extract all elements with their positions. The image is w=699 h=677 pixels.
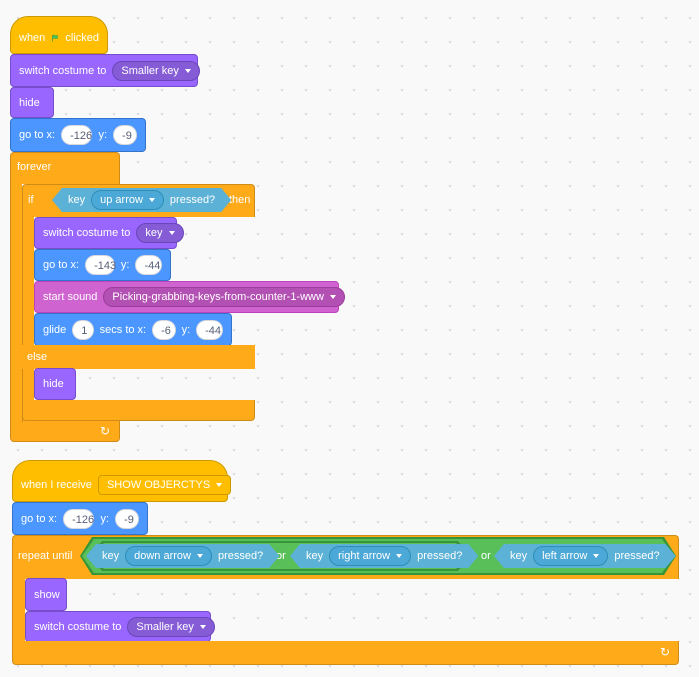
forever-top-arm[interactable] <box>10 152 120 184</box>
if-left-arm <box>22 216 34 422</box>
sound-value: Picking-grabbing-keys-from-counter-1-www <box>112 291 324 303</box>
costume-dropdown-2[interactable]: Smaller key <box>127 616 215 637</box>
glide-label: glide <box>43 323 67 336</box>
go-to-x-label-2: go to x: <box>21 512 58 525</box>
y-label-2: y: <box>100 512 110 525</box>
switch-costume-label-2: switch costume to <box>34 620 122 633</box>
start-sound-label: start sound <box>43 291 98 303</box>
when-label: when <box>19 32 46 44</box>
inner-x-input[interactable]: -143 <box>85 255 116 275</box>
hide-label: hide <box>19 96 40 109</box>
dropdown-arrow-icon <box>168 231 175 235</box>
key-value: left arrow <box>542 550 588 562</box>
inner-y-label: y: <box>120 259 130 271</box>
key-label: key <box>68 194 86 206</box>
glide-block[interactable]: glide 1 secs to x: -6 y: -44 <box>34 313 232 346</box>
repeat-until-left-arm <box>12 578 25 642</box>
when-i-receive-label: when I receive <box>21 479 92 491</box>
key-pressed-condition[interactable]: key up arrow pressed? <box>52 188 231 212</box>
pressed-label: pressed? <box>614 550 660 562</box>
key-dropdown-down[interactable]: down arrow <box>125 546 212 566</box>
pressed-label: pressed? <box>169 194 216 206</box>
x-input[interactable]: -126 <box>61 125 93 145</box>
when-i-receive-block[interactable]: when I receive SHOW OBJERCTYS <box>12 460 232 502</box>
pressed-label: pressed? <box>417 550 463 562</box>
if-bottom-arm <box>22 400 255 421</box>
key-value: down arrow <box>134 550 191 562</box>
switch-costume-block[interactable]: switch costume to Smaller key <box>10 54 200 87</box>
y-input[interactable]: -9 <box>113 125 137 145</box>
else-hide-block[interactable]: hide <box>34 368 76 400</box>
switch-costume-block-2[interactable]: switch costume to Smaller key <box>25 611 215 642</box>
glide-x-input[interactable]: -6 <box>152 319 176 340</box>
then-label: then <box>229 194 251 206</box>
key-label: key <box>306 550 324 562</box>
go-to-x-label: go to x: <box>19 129 56 141</box>
key-value: right arrow <box>338 550 391 562</box>
sound-dropdown[interactable]: Picking-grabbing-keys-from-counter-1-www <box>103 287 345 307</box>
else-arm <box>22 345 255 369</box>
clicked-label: clicked <box>65 32 99 44</box>
or-label-2: or <box>481 550 491 562</box>
glide-secs-input[interactable]: 1 <box>72 319 94 340</box>
x-input-2[interactable]: -126 <box>63 508 95 529</box>
go-to-xy-block[interactable]: go to x: -126 y: -9 <box>10 118 146 152</box>
costume-value-2: Smaller key <box>136 620 194 633</box>
inner-y-input[interactable]: -44 <box>135 255 162 275</box>
forever-label: forever <box>17 161 52 173</box>
switch-costume-label: switch costume to <box>19 64 107 77</box>
key-dropdown[interactable]: up arrow <box>91 190 164 210</box>
when-flag-clicked-block[interactable]: when clicked <box>10 16 108 54</box>
key-dropdown-left[interactable]: left arrow <box>533 546 608 566</box>
dropdown-arrow-icon <box>329 295 336 299</box>
key-down-arrow-condition[interactable]: key down arrow pressed? <box>86 544 279 568</box>
costume-dropdown[interactable]: Smaller key <box>112 60 200 81</box>
show-label: show <box>34 588 60 601</box>
y-input-2[interactable]: -9 <box>115 508 139 529</box>
key-value: up arrow <box>100 194 143 206</box>
y-label: y: <box>98 129 108 141</box>
dropdown-arrow-icon <box>396 554 402 558</box>
inner-go-to-xy-block[interactable]: go to x: -143 y: -44 <box>34 249 171 281</box>
key-label: key <box>510 550 528 562</box>
inner-switch-costume-label: switch costume to <box>43 227 131 239</box>
glide-y-label: y: <box>181 323 191 336</box>
else-hide-label: hide <box>43 378 64 390</box>
pressed-label: pressed? <box>217 550 264 562</box>
if-label: if <box>28 194 34 206</box>
glide-secs-label: secs to x: <box>99 323 147 336</box>
repeat-until-label: repeat until <box>18 550 73 562</box>
inner-costume-value: key <box>145 227 163 239</box>
dropdown-arrow-icon <box>197 554 203 558</box>
forever-left-arm <box>10 183 22 421</box>
repeat-until-bottom-arm <box>12 641 679 665</box>
inner-costume-dropdown[interactable]: key <box>136 223 184 243</box>
go-to-xy-block-2[interactable]: go to x: -126 y: -9 <box>12 502 148 535</box>
else-label: else <box>27 351 48 363</box>
glide-y-input[interactable]: -44 <box>196 319 223 340</box>
dropdown-arrow-icon <box>184 68 191 73</box>
message-dropdown[interactable]: SHOW OBJERCTYS <box>97 475 232 495</box>
key-right-arrow-condition[interactable]: key right arrow pressed? <box>290 544 478 568</box>
key-label: key <box>102 550 120 562</box>
costume-value: Smaller key <box>121 64 179 77</box>
show-block[interactable]: show <box>25 578 67 611</box>
dropdown-arrow-icon <box>149 198 155 202</box>
dropdown-arrow-icon <box>593 554 599 558</box>
or-label-1: or <box>276 550 286 562</box>
forever-bottom-arm <box>10 420 120 442</box>
dropdown-arrow-icon <box>199 624 206 629</box>
key-left-arrow-condition[interactable]: key left arrow pressed? <box>494 544 676 568</box>
green-flag-icon <box>52 34 59 42</box>
message-value: SHOW OBJERCTYS <box>106 479 211 491</box>
start-sound-block[interactable]: start sound Picking-grabbing-keys-from-c… <box>34 281 345 313</box>
inner-go-to-x-label: go to x: <box>43 259 80 271</box>
loop-arrow-icon: ↻ <box>100 424 111 438</box>
key-dropdown-right[interactable]: right arrow <box>329 546 411 566</box>
hide-block[interactable]: hide <box>10 87 54 118</box>
inner-switch-costume-block[interactable]: switch costume to key <box>34 217 184 249</box>
loop-arrow-icon: ↻ <box>660 645 671 659</box>
dropdown-arrow-icon <box>216 483 223 487</box>
